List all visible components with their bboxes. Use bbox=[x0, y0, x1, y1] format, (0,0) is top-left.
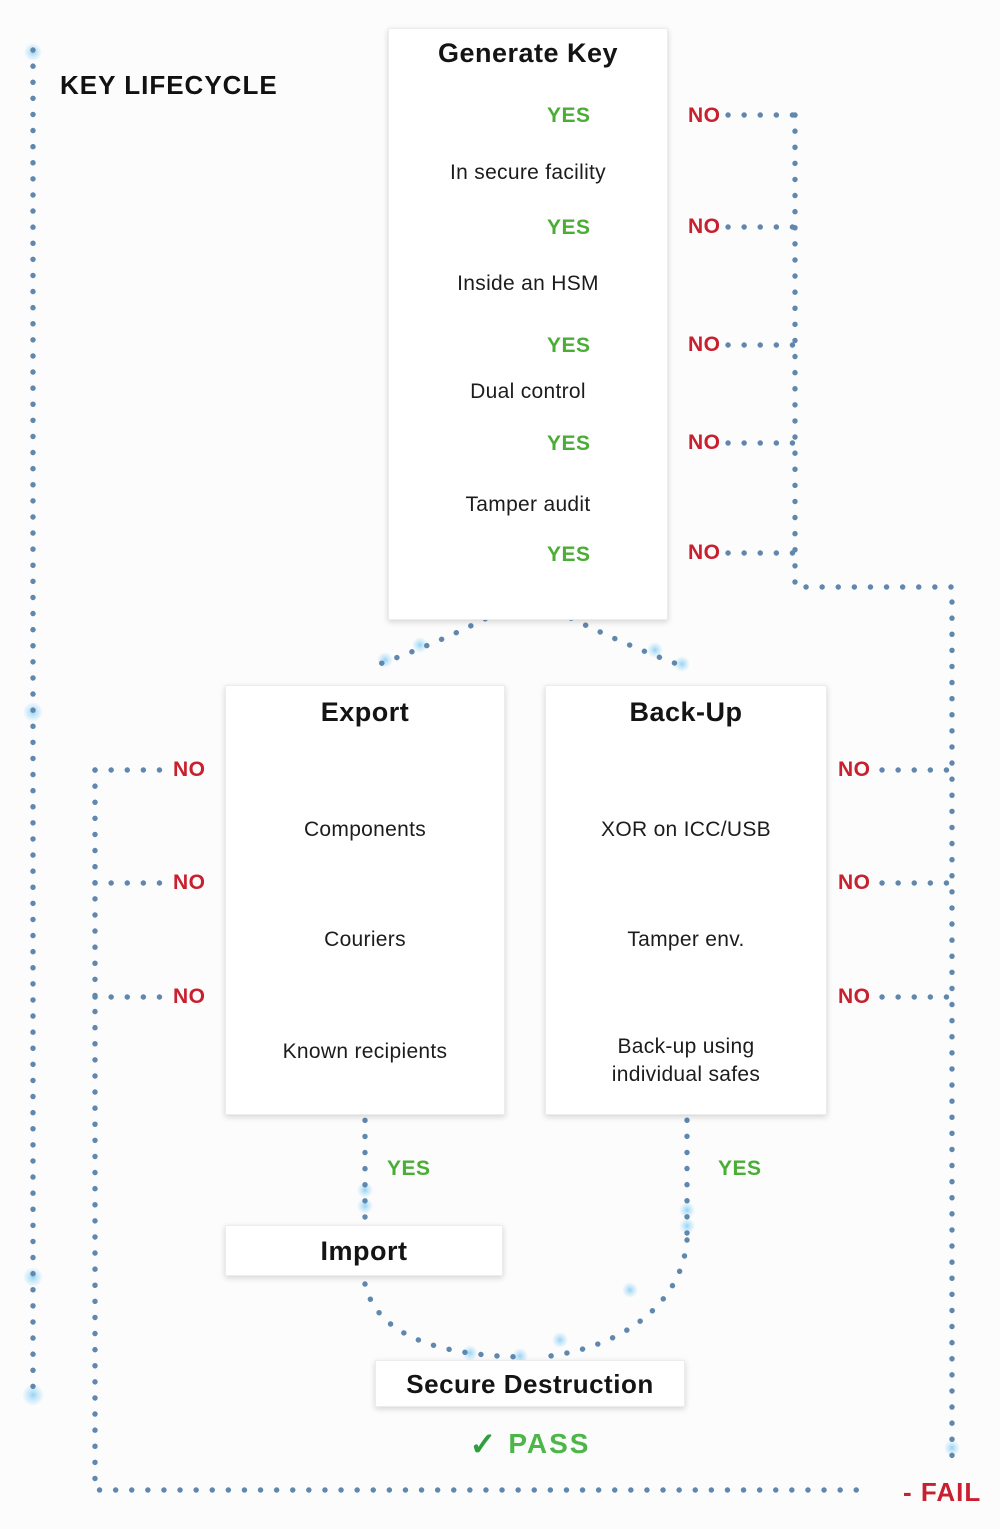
generate-key-title: Generate Key bbox=[437, 38, 619, 68]
backup-title: Back-Up bbox=[629, 697, 743, 727]
no-label-backup-1: NO bbox=[838, 758, 871, 781]
node-secure-destruction bbox=[375, 1360, 685, 1407]
step-tamper-audit: Tamper audit bbox=[465, 493, 591, 516]
no-label-gk-5: NO bbox=[688, 541, 721, 564]
yes-label-backup-exit: YES bbox=[718, 1157, 762, 1180]
yes-label-dual-control: YES bbox=[547, 334, 591, 357]
connector-import-to-destruction bbox=[362, 1281, 528, 1360]
no-label-backup-3: NO bbox=[838, 985, 871, 1008]
connector-backup-to-destruction bbox=[539, 1237, 690, 1360]
export-title: Export bbox=[320, 697, 410, 727]
step-xor-icc-usb: XOR on ICC/USB bbox=[601, 818, 771, 841]
pass-label: PASS bbox=[508, 1428, 591, 1459]
step-backup-individual-safes: Back-up using individual safes bbox=[611, 1035, 761, 1086]
step-tamper-env: Tamper env. bbox=[627, 928, 745, 951]
node-import bbox=[225, 1225, 503, 1276]
step-inside-an-hsm: Inside an HSM bbox=[457, 272, 599, 295]
fail-label: - FAIL bbox=[903, 1477, 982, 1507]
no-label-gk-1: NO bbox=[688, 104, 721, 127]
step-known-recipients: Known recipients bbox=[282, 1040, 448, 1063]
page-title: KEY LIFECYCLE bbox=[60, 70, 278, 100]
no-label-gk-3: NO bbox=[688, 333, 721, 356]
step-in-secure-facility: In secure facility bbox=[450, 161, 606, 184]
no-label-export-2: NO bbox=[173, 871, 206, 894]
no-label-export-3: NO bbox=[173, 985, 206, 1008]
yes-label-hsm: YES bbox=[547, 216, 591, 239]
node-export bbox=[225, 685, 505, 1115]
check-icon: ✓ bbox=[469, 1426, 497, 1462]
node-backup bbox=[545, 685, 827, 1115]
no-label-backup-2: NO bbox=[838, 871, 871, 894]
yes-label-export-exit: YES bbox=[387, 1157, 431, 1180]
secure-destruction-title: Secure Destruction bbox=[406, 1369, 654, 1399]
no-label-export-1: NO bbox=[173, 758, 206, 781]
yes-label-generate-exit: YES bbox=[547, 543, 591, 566]
step-couriers: Couriers bbox=[324, 928, 406, 951]
step-components: Components bbox=[303, 818, 427, 841]
import-title: Import bbox=[320, 1236, 408, 1266]
step-dual-control: Dual control bbox=[470, 380, 586, 403]
pass-result: ✓ PASS bbox=[375, 1428, 685, 1460]
no-label-gk-4: NO bbox=[688, 431, 721, 454]
no-label-gk-2: NO bbox=[688, 215, 721, 238]
yes-label-facility: YES bbox=[547, 104, 591, 127]
node-generate-key bbox=[388, 28, 668, 620]
yes-label-tamper-audit: YES bbox=[547, 432, 591, 455]
